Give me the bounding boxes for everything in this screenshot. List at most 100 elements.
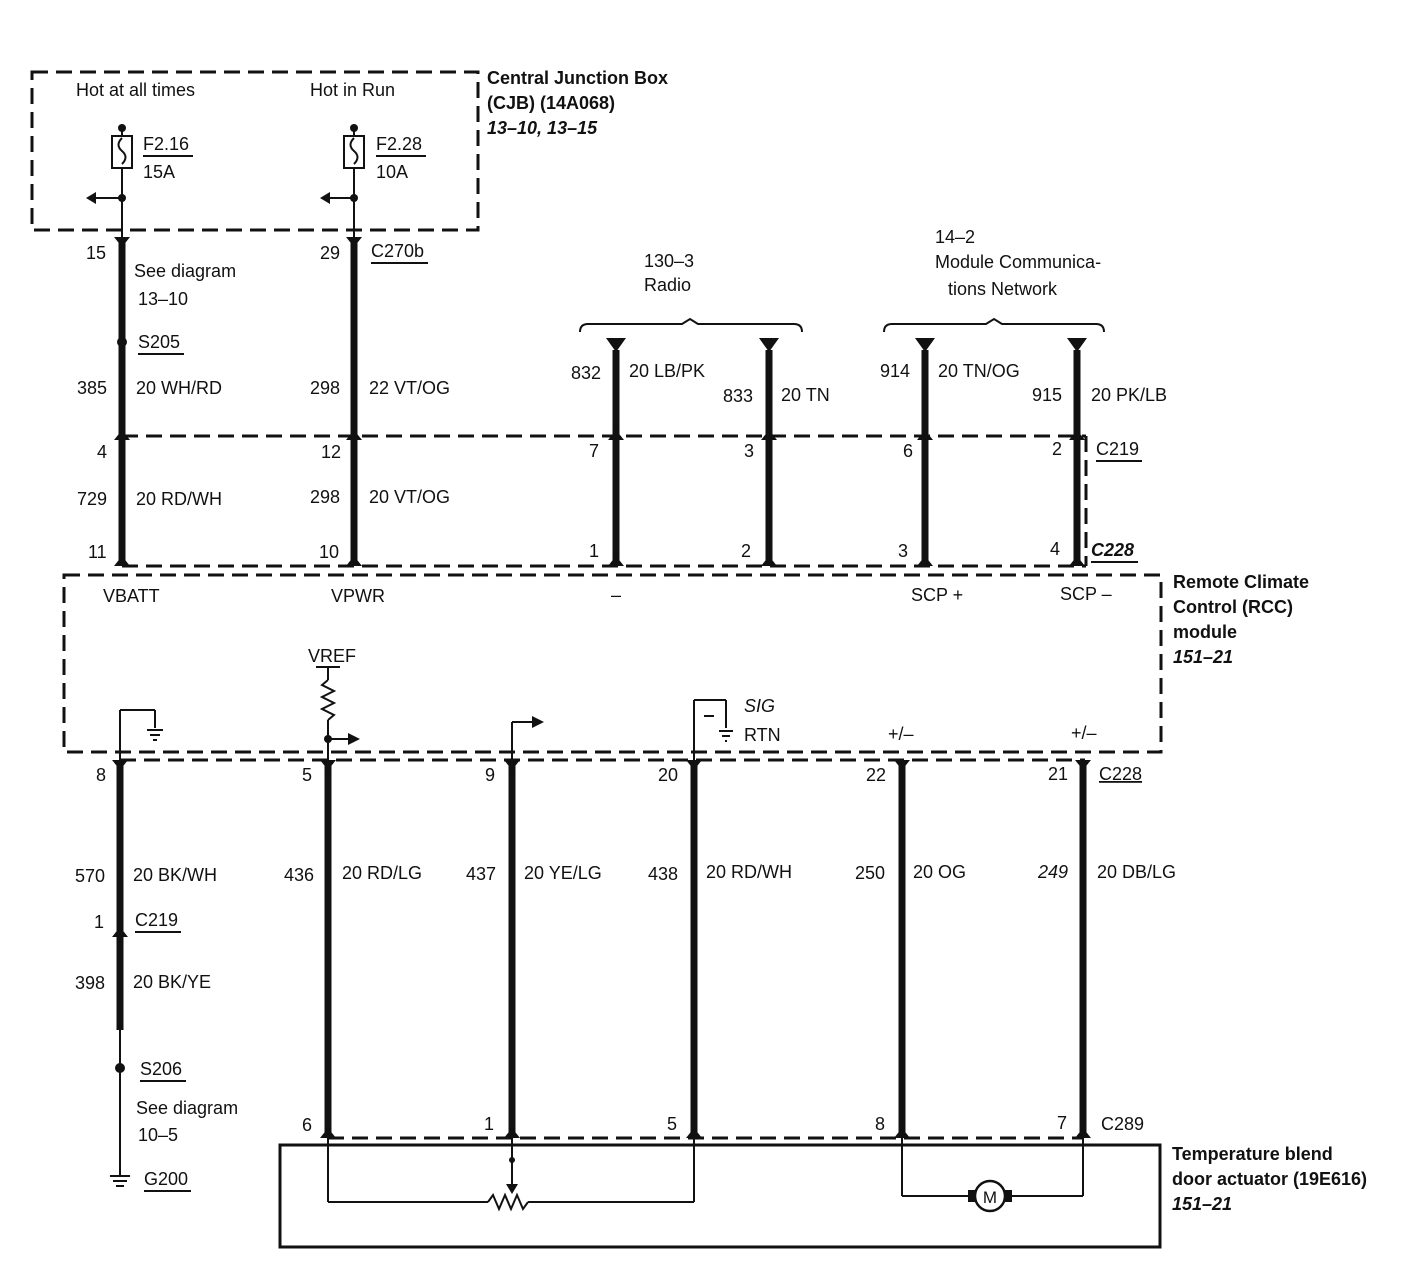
rcc-plus-minus-2: +/– [1071,723,1097,743]
mcn-brace [883,317,1105,333]
c219-pin-3: 3 [744,441,754,461]
circuit-398-wire: 20 BK/YE [133,972,211,992]
cjb-title-line1: Central Junction Box [487,68,668,88]
circuit-298-upper: 298 [310,378,340,398]
circuit-298-lower-wire: 20 VT/OG [369,487,450,507]
fuse-f2-16-icon [86,124,133,237]
splice-s206-dot-icon [115,1063,125,1073]
connector-arrow-icon [114,556,130,566]
fuse2-id: F2.28 [376,134,422,154]
circuit-915: 915 [1032,385,1062,405]
connector-arrow-icon [346,556,362,566]
actuator-title-line1: Temperature blend [1172,1144,1333,1164]
internal-ground-icon [119,709,163,760]
fuse1-id: F2.16 [143,134,189,154]
splice-s206: S206 [140,1059,182,1079]
c219-pin-7: 7 [589,441,599,461]
connector-arrow-icon [320,1128,336,1138]
circuit-729: 729 [77,489,107,509]
connector-arrow-icon [915,338,935,352]
circuit-832: 832 [571,363,601,383]
connector-arrow-icon [1075,760,1091,770]
upper-wires: 15 See diagram 13–10 S205 385 20 WH/RD 2… [77,227,1167,566]
rcc-ref: 151–21 [1173,647,1233,667]
lower-pin-5: 5 [302,765,312,785]
connector-arrow-icon [1075,1128,1091,1138]
connector-c289: C289 [1101,1114,1144,1134]
ground-g200-icon [110,1175,130,1187]
lower-pin-22: 22 [866,765,886,785]
circuit-385: 385 [77,378,107,398]
actuator-title-line2: door actuator (19E616) [1172,1169,1367,1189]
c289-pin-1: 1 [484,1114,494,1134]
mcn-ref: 14–2 [935,227,975,247]
connector-arrow-icon [759,338,779,352]
circuit-438: 438 [648,864,678,884]
cjb-ref: 13–10, 13–15 [487,118,598,138]
rcc-title-line1: Remote Climate [1173,572,1309,592]
rcc-sig: SIG [744,696,775,716]
connector-zone-c219-c228: C219 4 12 7 3 6 2 729 20 RD/WH 298 20 VT… [77,434,1142,568]
radio-label: Radio [644,275,691,295]
see-diagram-13-10-line2: 13–10 [138,289,188,309]
rcc-rtn: RTN [744,725,781,745]
circuit-436: 436 [284,865,314,885]
lower-wires: C228 8 5 9 20 22 21 570 20 BK/WH 1 C219 … [75,758,1176,1192]
c289-pin-7: 7 [1057,1113,1067,1133]
c289-pin-6: 6 [302,1115,312,1135]
c228-pin-3: 3 [898,541,908,561]
see-diagram-13-10-line1: See diagram [134,261,236,281]
hot-in-run-label: Hot in Run [310,80,395,100]
motor-label: M [983,1188,997,1207]
circuit-298-upper-wire: 22 VT/OG [369,378,450,398]
c219-pin-12: 12 [321,442,341,462]
potentiometer-icon [327,1138,695,1212]
connector-arrow-icon [761,556,777,566]
circuit-914-wire: 20 TN/OG [938,361,1020,381]
rcc-vref: VREF [308,646,356,666]
rcc-title-line3: module [1173,622,1237,642]
circuit-249: 249 [1037,862,1068,882]
connector-arrow-icon [686,760,702,770]
circuit-914: 914 [880,361,910,381]
circuit-250-wire: 20 OG [913,862,966,882]
connector-arrow-icon [894,760,910,770]
circuit-437-wire: 20 YE/LG [524,863,602,883]
c289-pin-5: 5 [667,1114,677,1134]
rcc-minus: – [611,585,621,605]
connector-arrow-icon [608,556,624,566]
return-ground-icon [693,699,733,760]
circuit-436-wire: 20 RD/LG [342,863,422,883]
rcc-plus-minus-1: +/– [888,724,914,744]
connector-c228-upper: C228 [1091,540,1134,560]
radio-ref: 130–3 [644,251,694,271]
rcc-vbatt: VBATT [103,586,160,606]
circuit-438-wire: 20 RD/WH [706,862,792,882]
mcn-line2: tions Network [948,279,1058,299]
circuit-832-wire: 20 LB/PK [629,361,705,381]
connector-arrow-icon [606,338,626,352]
c228-pin-11: 11 [88,542,107,562]
pin-15: 15 [86,243,106,263]
circuit-833-wire: 20 TN [781,385,830,405]
circuit-570-wire: 20 BK/WH [133,865,217,885]
cjb-title-line2: (CJB) (14A068) [487,93,615,113]
circuit-250: 250 [855,863,885,883]
rcc-module: Remote Climate Control (RCC) module 151–… [62,572,1309,760]
ground-g200: G200 [144,1169,188,1189]
cjb-outline [30,70,480,232]
rcc-outline [62,573,1163,754]
radio-brace [579,317,803,333]
rcc-scp-minus: SCP – [1060,584,1112,604]
pin-29: 29 [320,243,340,263]
see-diagram-10-5-line1: See diagram [136,1098,238,1118]
c228-pin-1: 1 [589,541,599,561]
circuit-249-wire: 20 DB/LG [1097,862,1176,882]
lower-pin-20: 20 [658,765,678,785]
connector-arrow-icon [894,1128,910,1138]
central-junction-box: Central Junction Box (CJB) (14A068) 13–1… [30,68,668,237]
circuit-398: 398 [75,973,105,993]
actuator-ref: 151–21 [1172,1194,1232,1214]
circuit-298-lower: 298 [310,487,340,507]
fuse1-rating: 15A [143,162,175,182]
